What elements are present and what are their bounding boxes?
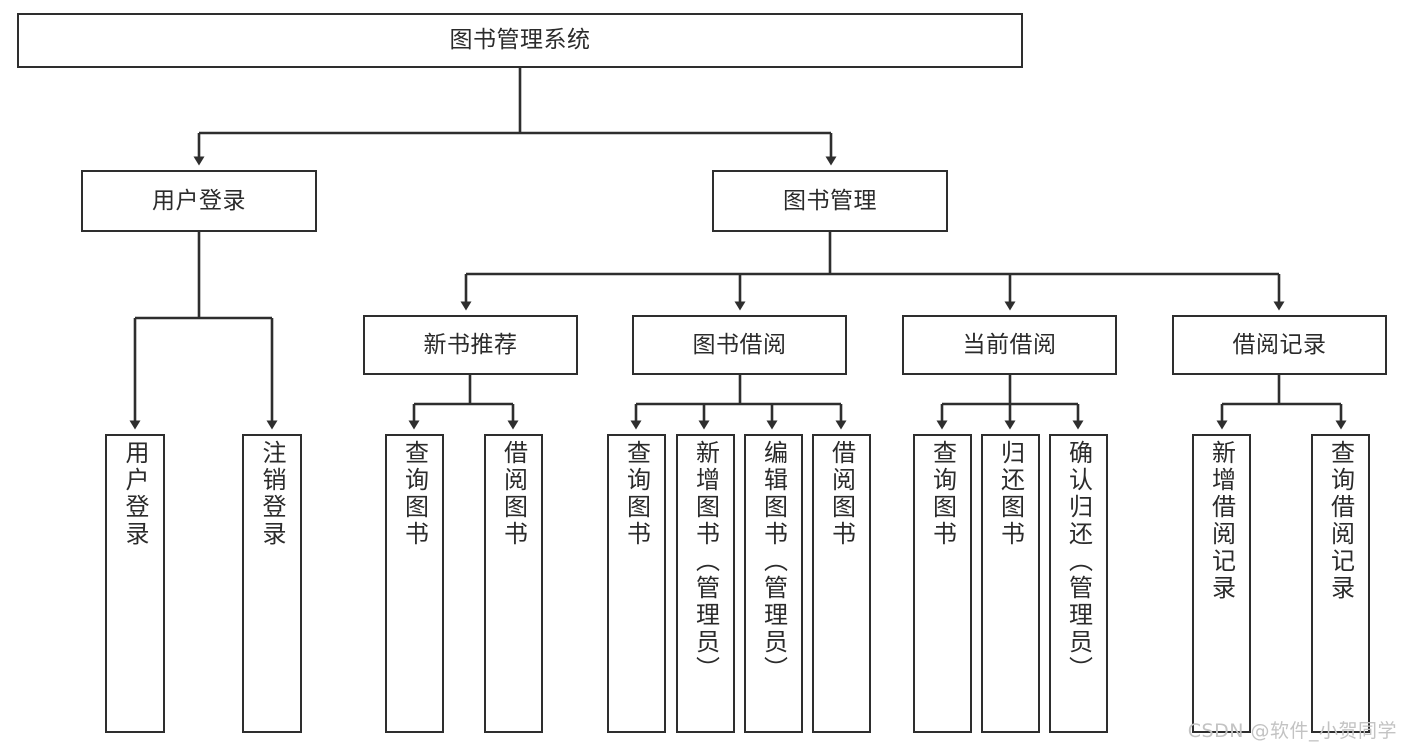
- node-label: 借阅图书: [827, 440, 856, 548]
- leaf-add-borrow-record[interactable]: 新增借阅记录: [1192, 434, 1251, 733]
- leaf-edit-book-admin[interactable]: 编辑图书（管理员）: [744, 434, 803, 733]
- node-label: 新增图书（管理员）: [691, 440, 720, 683]
- leaf-add-book-admin[interactable]: 新增图书（管理员）: [676, 434, 735, 733]
- node-label: 新书推荐: [423, 331, 518, 358]
- node-current-borrow[interactable]: 当前借阅: [902, 315, 1117, 375]
- node-label: 用户登录: [152, 187, 246, 214]
- node-root-book-management-system[interactable]: 图书管理系统: [17, 13, 1023, 68]
- node-label: 新增借阅记录: [1207, 440, 1236, 602]
- node-label: 图书管理: [783, 187, 877, 214]
- node-user-login[interactable]: 用户登录: [81, 170, 317, 232]
- node-label: 查询借阅记录: [1326, 440, 1355, 602]
- leaf-confirm-return-admin[interactable]: 确认归还（管理员）: [1049, 434, 1108, 733]
- node-label: 图书借阅: [692, 331, 787, 358]
- node-label: 借阅记录: [1232, 331, 1327, 358]
- watermark-csdn: CSDN @软件_小贺同学: [1187, 720, 1397, 742]
- node-label: 借阅图书: [499, 440, 528, 548]
- leaf-return-book[interactable]: 归还图书: [981, 434, 1040, 733]
- leaf-user-login[interactable]: 用户登录: [105, 434, 165, 733]
- node-label: 当前借阅: [962, 331, 1057, 358]
- node-book-management[interactable]: 图书管理: [712, 170, 948, 232]
- node-label: 确认归还（管理员）: [1064, 440, 1093, 683]
- leaf-query-book-current[interactable]: 查询图书: [913, 434, 972, 733]
- node-label: 归还图书: [996, 440, 1025, 548]
- node-borrow-records[interactable]: 借阅记录: [1172, 315, 1387, 375]
- leaf-query-book-recommend[interactable]: 查询图书: [385, 434, 444, 733]
- node-label: 查询图书: [400, 440, 429, 548]
- node-label: 编辑图书（管理员）: [759, 440, 788, 683]
- node-label: 查询图书: [622, 440, 651, 548]
- leaf-logout-login[interactable]: 注销登录: [242, 434, 302, 733]
- node-new-book-recommend[interactable]: 新书推荐: [363, 315, 578, 375]
- node-book-borrow[interactable]: 图书借阅: [632, 315, 847, 375]
- node-label: 注销登录: [258, 440, 286, 548]
- node-label: 用户登录: [121, 440, 149, 548]
- leaf-query-borrow-record[interactable]: 查询借阅记录: [1311, 434, 1370, 733]
- node-label: 查询图书: [928, 440, 957, 548]
- leaf-borrow-book-recommend[interactable]: 借阅图书: [484, 434, 543, 733]
- leaf-borrow-book[interactable]: 借阅图书: [812, 434, 871, 733]
- leaf-query-book-borrow[interactable]: 查询图书: [607, 434, 666, 733]
- node-label: 图书管理系统: [449, 27, 591, 54]
